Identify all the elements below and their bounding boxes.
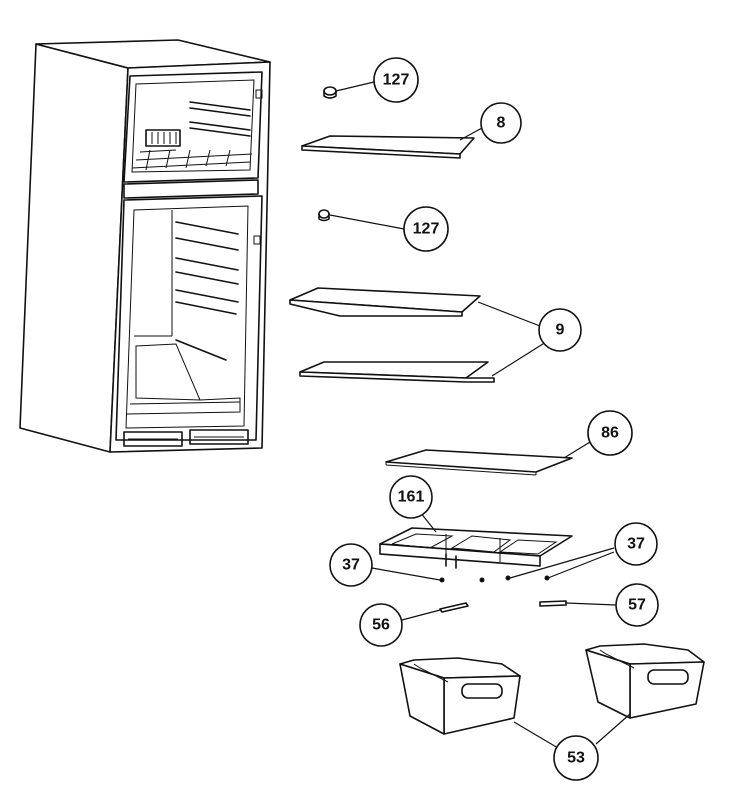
callout-8: 8 xyxy=(480,102,522,144)
glass-shelf-part-9-upper xyxy=(289,287,481,317)
leader-lines xyxy=(329,81,631,749)
freezer-shelf-part-8 xyxy=(301,135,475,159)
callout-57: 57 xyxy=(615,583,659,627)
crisper-drawer-part-53-left xyxy=(399,657,521,735)
callout-label: 127 xyxy=(383,72,410,89)
callout-53: 53 xyxy=(553,735,599,781)
callout-label: 53 xyxy=(567,750,585,767)
callout-127-lower: 127 xyxy=(403,206,449,252)
callout-label: 127 xyxy=(413,221,440,238)
crisper-drawer-part-53-right xyxy=(585,643,705,719)
screw-parts-37 xyxy=(439,575,550,583)
callout-37-left: 37 xyxy=(329,543,373,587)
refrigerator-cabinet xyxy=(19,39,271,453)
crisper-cover-part-86 xyxy=(385,449,573,476)
callout-label: 57 xyxy=(628,597,646,614)
callout-56: 56 xyxy=(359,603,403,647)
bracket-part-57 xyxy=(539,600,567,607)
callout-161: 161 xyxy=(389,475,433,519)
callout-label: 86 xyxy=(601,425,619,442)
callout-127-upper: 127 xyxy=(373,57,419,103)
callout-label: 8 xyxy=(497,115,506,132)
callout-label: 9 xyxy=(556,322,565,339)
callout-label: 37 xyxy=(627,536,645,553)
crisper-frame-part-161 xyxy=(379,527,573,569)
callout-label: 161 xyxy=(398,489,425,506)
callout-37-right: 37 xyxy=(614,522,658,566)
glass-shelf-part-9-lower xyxy=(299,361,495,383)
callout-label: 56 xyxy=(372,617,390,634)
knob-part-127-lower xyxy=(318,209,330,222)
callout-86: 86 xyxy=(587,410,633,456)
knob-part-127-upper xyxy=(323,86,337,99)
callout-label: 37 xyxy=(342,557,360,574)
callout-9: 9 xyxy=(538,308,582,352)
bracket-part-56 xyxy=(439,602,469,613)
